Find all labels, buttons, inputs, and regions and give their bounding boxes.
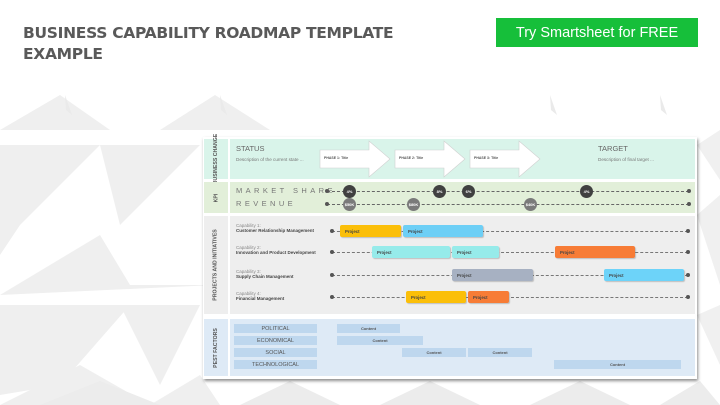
timeline-end-dot: [687, 202, 691, 206]
project-bar[interactable]: Project: [340, 225, 401, 237]
timeline-end-dot: [687, 189, 691, 193]
pest-content: Content: [554, 360, 681, 369]
phase-arrow: PHASE 1: Title: [319, 140, 391, 178]
capability-label: Capability 4: Financial Management: [236, 291, 285, 301]
timeline-end-dot: [686, 273, 690, 277]
status-heading: STATUS: [236, 144, 265, 153]
projects-label: PROJECTS AND INITIATIVES: [213, 229, 220, 301]
project-bar[interactable]: Project: [604, 269, 684, 281]
market-share-point[interactable]: 4%: [580, 185, 593, 198]
timeline-end-dot: [686, 250, 690, 254]
timeline-start-dot: [330, 273, 334, 277]
pest-factor-political: POLITICAL: [234, 324, 317, 333]
try-smartsheet-button[interactable]: Try Smartsheet for FREE: [496, 18, 698, 47]
roadmap-card: BUSINESS CHANGE STATUS Description of th…: [203, 134, 697, 379]
target-heading: TARGET: [598, 144, 628, 153]
timeline-end-dot: [686, 229, 690, 233]
pest-label: PEST FACTORS: [213, 327, 219, 368]
revenue-label: REVENUE: [236, 199, 297, 208]
project-bar[interactable]: Project: [403, 225, 483, 237]
capability-timeline: [332, 297, 688, 298]
pest-factor-economical: ECONOMICAL: [234, 336, 317, 345]
project-bar[interactable]: Project: [555, 246, 635, 258]
timeline-start-dot: [330, 229, 334, 233]
arrow-icon: [319, 140, 391, 178]
capability-label: Capability 1: Customer Relationship Mana…: [236, 223, 315, 233]
project-bar[interactable]: Project: [452, 269, 533, 281]
pest-factor-social: SOCIAL: [234, 348, 317, 357]
capability-label: Capability 2: Innovation and Product Dev…: [236, 245, 316, 255]
projects-band: PROJECTS AND INITIATIVES Capability 1: C…: [203, 216, 697, 314]
pest-content: Content: [402, 348, 466, 357]
revenue-point[interactable]: $50K: [343, 198, 356, 211]
kpi-band: KPI MARKET SHARE REVENUE 4% 8% 6% 4% $50…: [203, 182, 697, 213]
arrow-icon: [394, 140, 466, 178]
phase-arrow: PHASE 3: Title: [469, 140, 541, 178]
market-share-label: MARKET SHARE: [236, 186, 336, 195]
page-title: BUSINESS CAPABILITY ROADMAP TEMPLATE EXA…: [23, 24, 394, 63]
market-share-point[interactable]: 4%: [343, 185, 356, 198]
project-bar[interactable]: Project: [468, 291, 509, 303]
target-description: Description of final target ...: [598, 157, 654, 162]
phase-arrow: PHASE 2: Title: [394, 140, 466, 178]
project-bar[interactable]: Project: [372, 246, 450, 258]
revenue-timeline: [327, 204, 689, 205]
pest-content: Content: [337, 324, 400, 333]
business-change-label: BUSINESS CHANGE: [213, 133, 220, 185]
timeline-end-dot: [686, 295, 690, 299]
kpi-label: KPI: [213, 193, 219, 202]
status-description: Description of the current state ...: [236, 157, 304, 162]
market-share-timeline: [327, 191, 689, 192]
arrow-icon: [469, 140, 541, 178]
capability-timeline: [332, 231, 688, 232]
background-pattern: [0, 95, 720, 405]
pest-content: Content: [468, 348, 532, 357]
phase-label: PHASE 2: Title: [399, 156, 424, 160]
business-change-band: BUSINESS CHANGE STATUS Description of th…: [203, 134, 697, 184]
project-bar[interactable]: Project: [452, 246, 499, 258]
market-share-point[interactable]: 8%: [433, 185, 446, 198]
revenue-point[interactable]: $80K: [407, 198, 420, 211]
capability-timeline: [332, 252, 688, 253]
phase-label: PHASE 3: Title: [474, 156, 499, 160]
pest-content: Content: [337, 336, 423, 345]
timeline-start-dot: [325, 202, 329, 206]
revenue-point[interactable]: $40K: [524, 198, 537, 211]
project-bar[interactable]: Project: [406, 291, 466, 303]
pest-factor-technological: TECHNOLOGICAL: [234, 360, 317, 369]
pest-band: PEST FACTORS POLITICAL ECONOMICAL SOCIAL…: [203, 319, 697, 376]
timeline-start-dot: [330, 295, 334, 299]
timeline-start-dot: [325, 189, 329, 193]
timeline-start-dot: [330, 250, 334, 254]
market-share-point[interactable]: 6%: [462, 185, 475, 198]
capability-label: Capability 3: Supply Chain Management: [236, 269, 294, 279]
phase-label: PHASE 1: Title: [324, 156, 349, 160]
